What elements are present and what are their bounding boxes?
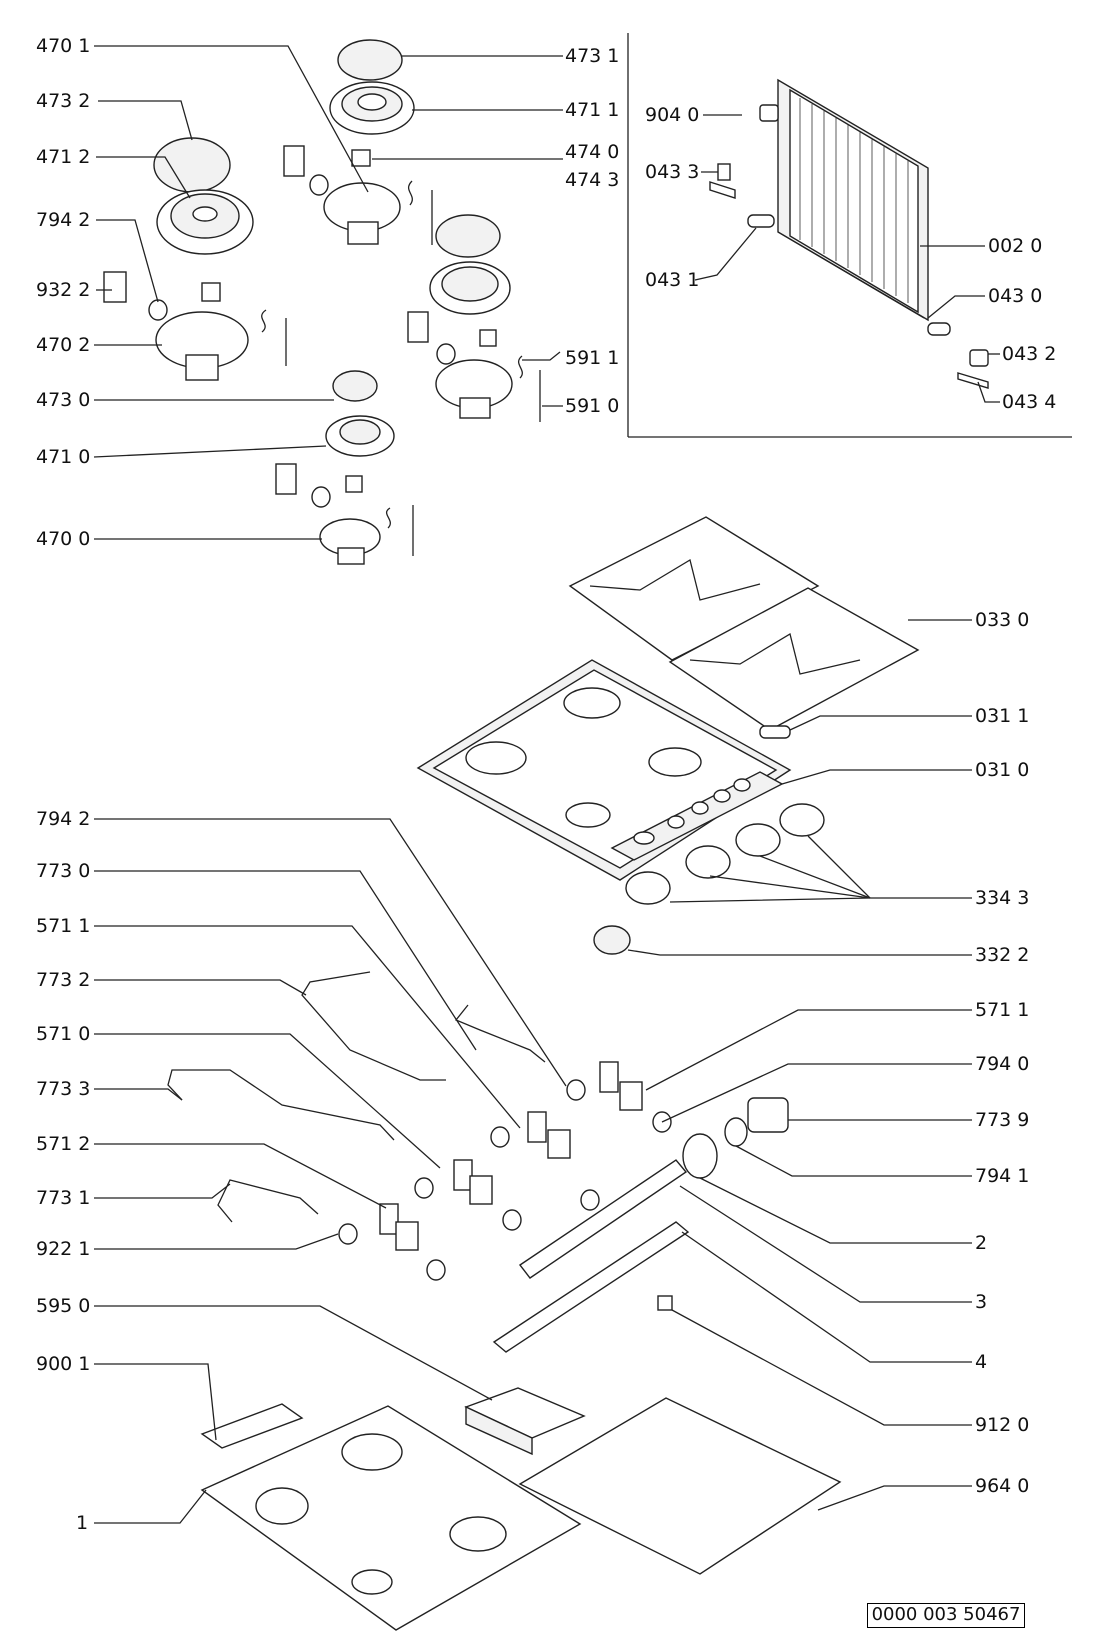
label-571-0: 571 0 <box>36 1023 90 1045</box>
label-773-1: 773 1 <box>36 1187 90 1209</box>
glass-lid <box>709 78 989 389</box>
label-773-2: 773 2 <box>36 969 90 991</box>
label-794-2-lower: 794 2 <box>36 808 90 830</box>
leader-lines <box>93 45 1000 1524</box>
label-3: 3 <box>975 1291 987 1313</box>
label-470-2: 470 2 <box>36 334 90 356</box>
label-591-0: 591 0 <box>565 395 619 417</box>
pan-supports <box>568 516 920 731</box>
label-332-2: 332 2 <box>975 944 1029 966</box>
label-043-4: 043 4 <box>1002 391 1056 413</box>
label-794-2-top: 794 2 <box>36 209 90 231</box>
label-470-0: 470 0 <box>36 528 90 550</box>
label-043-2: 043 2 <box>1002 343 1056 365</box>
label-473-0: 473 0 <box>36 389 90 411</box>
label-773-3: 773 3 <box>36 1078 90 1100</box>
burner-caps-and-bases <box>103 39 541 565</box>
gas-taps-and-tubes <box>167 971 789 1456</box>
label-571-1-left: 571 1 <box>36 915 90 937</box>
hob-top-plate <box>416 659 792 881</box>
label-043-1: 043 1 <box>645 269 699 291</box>
label-031-0: 031 0 <box>975 759 1029 781</box>
label-2: 2 <box>975 1232 987 1254</box>
label-912-0: 912 0 <box>975 1414 1029 1436</box>
label-471-1: 471 1 <box>565 99 619 121</box>
label-474-0: 474 0 <box>565 141 619 163</box>
label-932-2: 932 2 <box>36 279 90 301</box>
label-473-2: 473 2 <box>36 90 90 112</box>
label-043-3: 043 3 <box>645 161 699 183</box>
label-334-3: 334 3 <box>975 887 1029 909</box>
label-571-1-right: 571 1 <box>975 999 1029 1021</box>
lid-inset-frame <box>627 33 1072 438</box>
label-043-0: 043 0 <box>988 285 1042 307</box>
label-904-0: 904 0 <box>645 104 699 126</box>
seal-and-base-tray <box>200 1397 842 1631</box>
label-471-0: 471 0 <box>36 446 90 468</box>
part-number-labels: 470 1 473 2 471 2 794 2 932 2 470 2 473 … <box>36 35 1056 1534</box>
label-900-1: 900 1 <box>36 1353 90 1375</box>
label-591-1: 591 1 <box>565 347 619 369</box>
document-number: 0000 003 50467 <box>867 1603 1025 1628</box>
label-773-9: 773 9 <box>975 1109 1029 1131</box>
label-4: 4 <box>975 1351 987 1373</box>
control-knobs <box>593 803 825 955</box>
label-922-1: 922 1 <box>36 1238 90 1260</box>
label-1: 1 <box>76 1512 88 1534</box>
label-031-1: 031 1 <box>975 705 1029 727</box>
label-033-0: 033 0 <box>975 609 1029 631</box>
label-474-3: 474 3 <box>565 169 619 191</box>
label-002-0: 002 0 <box>988 235 1042 257</box>
label-473-1: 473 1 <box>565 45 619 67</box>
label-794-0: 794 0 <box>975 1053 1029 1075</box>
label-964-0: 964 0 <box>975 1475 1029 1497</box>
label-471-2: 471 2 <box>36 146 90 168</box>
label-571-2: 571 2 <box>36 1133 90 1155</box>
label-470-1: 470 1 <box>36 35 90 57</box>
label-794-1: 794 1 <box>975 1165 1029 1187</box>
label-773-0: 773 0 <box>36 860 90 882</box>
label-595-0: 595 0 <box>36 1295 90 1317</box>
